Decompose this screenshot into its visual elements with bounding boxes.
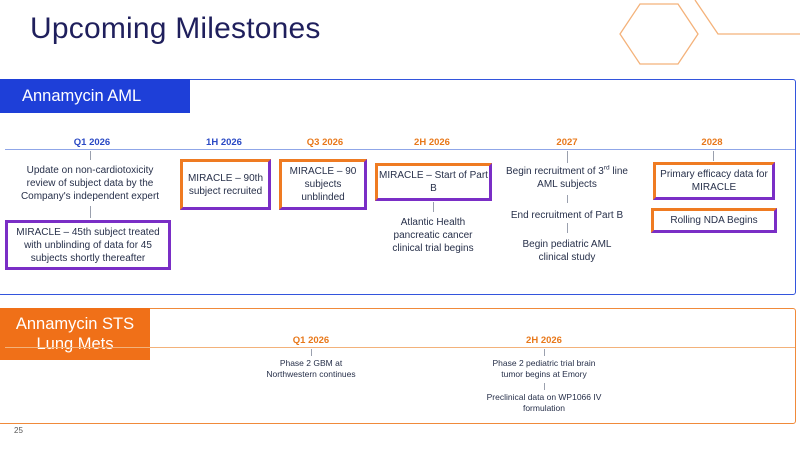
sts-tick-q1-2026: Q1 2026 [271,335,351,347]
aml-tick-q1-2026: Q1 2026 [52,137,132,149]
aml-tick-1h-2026: 1H 2026 [184,137,264,149]
connector-line [567,195,568,203]
aml-2h-text: Atlantic Health pancreatic cancer clinic… [392,217,474,254]
sts-timeline-line [5,347,795,348]
aml-tick-q3-2026: Q3 2026 [285,137,365,149]
connector-line [544,349,545,356]
page-title: Upcoming Milestones [30,12,321,45]
connector-line [544,383,545,390]
connector-line [433,202,434,212]
connector-line [311,349,312,356]
sts-2h-text-2: Preclinical data on WP1066 IV formulatio… [486,392,602,413]
connector-line [567,223,568,233]
aml-q1-milestone-box: MIRACLE – 45th subject treated with unbl… [5,220,171,270]
connector-line [90,151,91,160]
connector-line [713,151,714,161]
aml-q1-text: Update on non-cardiotoxicity review of s… [20,165,160,202]
aml-2028-efficacy-box: Primary efficacy data for MIRACLE [653,162,775,200]
sts-2h-text-1: Phase 2 pediatric trial brain tumor begi… [492,358,596,379]
aml-tick-2h-2026: 2H 2026 [392,137,472,149]
aml-section-frame [0,79,796,295]
connector-line [90,206,91,218]
aml-1h-milestone-box: MIRACLE – 90th subject recruited [180,159,271,210]
aml-tick-2028: 2028 [672,137,752,149]
aml-2027-pediatric-text: Begin pediatric AML clinical study [522,239,612,263]
connector-line [567,151,568,163]
hexagon-decoration-icon [619,0,800,65]
sts-tick-2h-2026: 2H 2026 [504,335,584,347]
aml-tick-2027: 2027 [527,137,607,149]
page-number: 25 [14,426,23,435]
sts-section-header: Annamycin STS Lung Mets [0,308,150,360]
aml-2h-milestone-box: MIRACLE – Start of Part B [375,163,492,201]
aml-2027-end-recruitment-text: End recruitment of Part B [510,210,624,221]
sts-q1-text: Phase 2 GBM at Northwestern continues [266,358,356,379]
aml-timeline-line [5,149,795,150]
aml-2028-nda-box: Rolling NDA Begins [651,208,777,233]
sts-section-frame [0,308,796,424]
aml-2027-recruitment-text: Begin recruitment of 3rd line AML subjec… [506,164,628,190]
aml-section-header: Annamycin AML [0,79,190,113]
aml-q3-milestone-box: MIRACLE – 90 subjects unblinded [279,159,367,210]
